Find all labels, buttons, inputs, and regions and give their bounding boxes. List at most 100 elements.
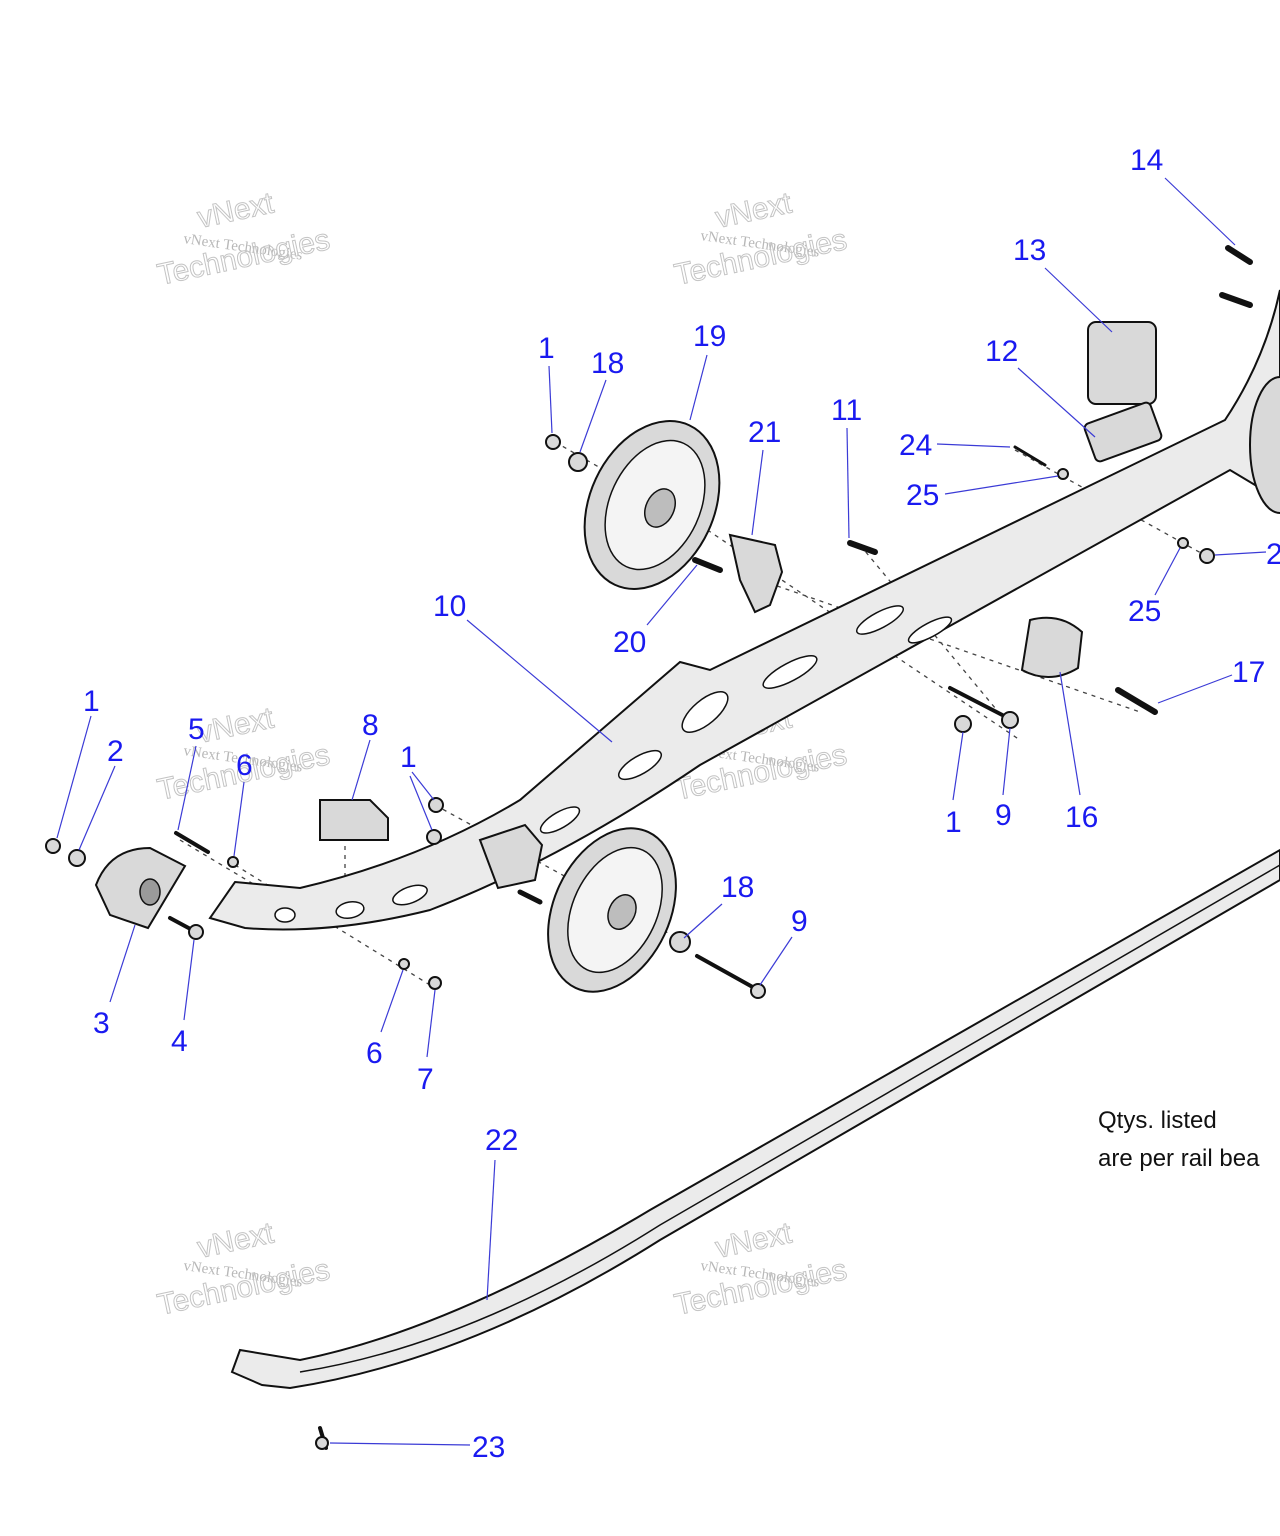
leader-line — [1164, 177, 1236, 246]
watermark-line: Technologies — [155, 1253, 333, 1322]
callout-1[interactable]: 1 — [400, 741, 417, 774]
callout-23[interactable]: 23 — [472, 1431, 505, 1464]
watermark-line: Technologies — [155, 223, 333, 292]
washer-6b — [398, 958, 410, 970]
leader-line — [846, 427, 850, 539]
bolt-20 — [692, 557, 723, 573]
rail-beam-cutouts — [274, 605, 953, 923]
watermark-line: vNext — [195, 186, 278, 234]
callout-17[interactable]: 17 — [1232, 656, 1265, 689]
callout-6[interactable]: 6 — [236, 749, 253, 782]
leader-line — [936, 443, 1011, 448]
idler-wheel-lower — [547, 827, 677, 993]
callout-2[interactable]: 2 — [1266, 538, 1280, 571]
callout-7[interactable]: 7 — [417, 1063, 434, 1096]
pin-17 — [1115, 687, 1158, 715]
watermark: vNext Technologies Technologies vNext — [671, 186, 850, 292]
callout-1[interactable]: 1 — [83, 685, 100, 718]
wheel-hub — [644, 488, 676, 528]
bolt-lower — [517, 889, 543, 905]
nut-2 — [1199, 548, 1215, 564]
small-parts — [45, 245, 1253, 1450]
callout-6[interactable]: 6 — [366, 1037, 383, 1070]
leader-line — [751, 449, 764, 536]
callout-4[interactable]: 4 — [171, 1025, 188, 1058]
rail-beam — [208, 289, 1280, 931]
bolt-head-9 — [1001, 711, 1019, 729]
slide-rail — [230, 848, 1280, 1390]
block-12 — [1083, 401, 1163, 463]
leader-line — [579, 379, 607, 453]
callout-24[interactable]: 24 — [899, 429, 932, 462]
callout-22[interactable]: 22 — [485, 1124, 518, 1157]
callout-21[interactable]: 21 — [748, 416, 781, 449]
leader-line — [409, 775, 433, 831]
callout-1[interactable]: 1 — [538, 332, 555, 365]
nut-1c — [428, 797, 444, 813]
leader-line — [351, 739, 371, 801]
rail-cutout — [681, 691, 729, 733]
callout-2[interactable]: 2 — [107, 735, 124, 768]
watermark-line: vNext — [713, 1216, 796, 1264]
rear-wheel-rim — [1249, 376, 1280, 514]
leader-line — [759, 936, 793, 986]
leader-line — [944, 475, 1059, 495]
nut-7 — [428, 976, 442, 990]
callouts: 14 13 12 1 18 19 21 11 24 25 2 25 10 20 … — [83, 144, 1280, 1464]
callout-14[interactable]: 14 — [1130, 144, 1163, 177]
leader-lines — [56, 177, 1267, 1446]
assembly-line — [179, 839, 256, 886]
callout-3[interactable]: 3 — [93, 1007, 110, 1040]
cam-16 — [1020, 616, 1084, 678]
washer-2 — [68, 849, 86, 867]
leader-line — [1044, 267, 1113, 333]
rail-cutout — [539, 806, 581, 834]
leader-line — [548, 365, 553, 434]
callout-9[interactable]: 9 — [791, 905, 808, 938]
callout-11[interactable]: 11 — [831, 394, 862, 427]
callout-18[interactable]: 18 — [591, 347, 624, 380]
callout-8[interactable]: 8 — [362, 709, 379, 742]
leader-line — [329, 1442, 471, 1446]
watermark-line: vNext — [195, 1216, 278, 1264]
callout-20[interactable]: 20 — [613, 626, 646, 659]
callout-25[interactable]: 25 — [906, 479, 939, 512]
leader-line — [646, 564, 698, 626]
rail-cutout — [855, 605, 905, 635]
rail-cutout — [392, 884, 428, 906]
leader-line — [466, 619, 613, 743]
callout-16[interactable]: 16 — [1065, 801, 1098, 834]
leader-line — [952, 731, 964, 801]
bolt-24 — [1013, 445, 1047, 467]
assembly-line — [859, 544, 1006, 721]
callout-25[interactable]: 25 — [1128, 595, 1161, 628]
leader-line — [1059, 671, 1081, 796]
callout-13[interactable]: 13 — [1013, 234, 1046, 267]
rail-cutout — [907, 616, 953, 644]
callout-19[interactable]: 19 — [693, 320, 726, 353]
callout-10[interactable]: 10 — [433, 590, 466, 623]
leader-line — [1157, 674, 1233, 704]
watermark-line: vNext — [713, 186, 796, 234]
callout-9[interactable]: 9 — [995, 799, 1012, 832]
bolt-11 — [847, 540, 878, 555]
nut-1 — [545, 434, 561, 450]
bolt-14 — [1225, 245, 1253, 265]
watermark-line: Technologies — [672, 1253, 850, 1322]
callout-12[interactable]: 12 — [985, 335, 1018, 368]
leader-line — [1214, 551, 1267, 556]
nut-1d — [426, 829, 442, 845]
wheel-hub — [607, 894, 637, 930]
screw-head-23 — [315, 1436, 329, 1450]
leader-line — [486, 1159, 496, 1301]
callout-1[interactable]: 1 — [945, 806, 962, 839]
assembly-line — [759, 579, 1141, 713]
leader-line — [109, 924, 136, 1003]
bumper-hole — [139, 878, 161, 906]
leader-line — [411, 771, 435, 801]
block-8 — [319, 799, 389, 841]
callout-18[interactable]: 18 — [721, 871, 754, 904]
callout-5[interactable]: 5 — [188, 713, 205, 746]
washer-6 — [227, 856, 239, 868]
